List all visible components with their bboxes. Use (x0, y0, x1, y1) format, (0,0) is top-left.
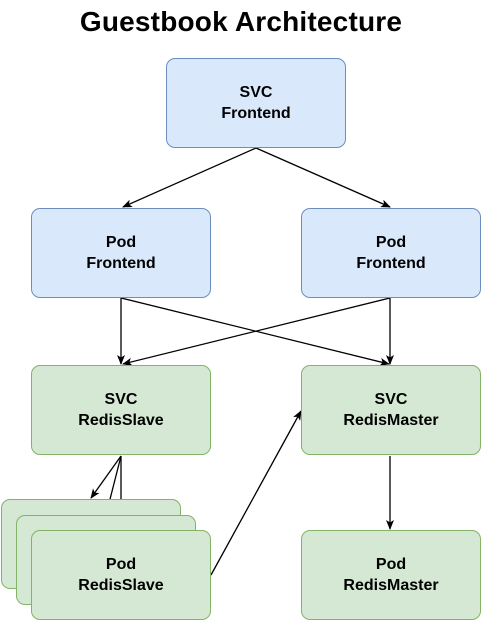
pod-redisslave-line2: RedisSlave (78, 577, 164, 594)
svc-redisslave-line2: RedisSlave (78, 412, 164, 429)
svc-frontend-node[interactable]: SVC Frontend (166, 58, 346, 148)
pod-frontend-right-node[interactable]: Pod Frontend (301, 208, 481, 298)
edge-svc-frontend-to-pod-frontend-right (255, 147, 391, 208)
pod-frontend-left-line2: Frontend (86, 255, 156, 272)
svc-redismaster-node[interactable]: SVC RedisMaster (301, 365, 481, 455)
edge-pod-redisslave-to-svc-redismaster (210, 410, 302, 576)
diagram-title: Guestbook Architecture (79, 6, 403, 37)
pod-frontend-left-node[interactable]: Pod Frontend (31, 208, 211, 298)
svc-redisslave-node[interactable]: SVC RedisSlave (31, 365, 211, 455)
pod-redismaster-line1: Pod (375, 556, 407, 573)
svc-redismaster-line2: RedisMaster (343, 412, 439, 429)
pod-frontend-left-line1: Pod (105, 234, 137, 251)
svc-frontend-line2: Frontend (221, 105, 291, 122)
pod-redisslave-line1: Pod (105, 556, 137, 573)
pod-redismaster-line2: RedisMaster (343, 577, 439, 594)
pod-redisslave-node[interactable]: Pod RedisSlave (31, 530, 211, 620)
edge-svc-frontend-to-pod-frontend-left (122, 147, 257, 208)
svc-frontend-line1: SVC (239, 84, 273, 101)
svc-redismaster-line1: SVC (374, 391, 408, 408)
pod-frontend-right-line2: Frontend (356, 255, 426, 272)
pod-frontend-right-line1: Pod (375, 234, 407, 251)
edge-svc-redisslave-to-pod-redisslave-1 (90, 455, 122, 499)
edge-pod-frontend-right-to-svc-redisslave (122, 297, 391, 366)
svc-redisslave-line1: SVC (104, 391, 138, 408)
pod-redismaster-node[interactable]: Pod RedisMaster (301, 530, 481, 620)
